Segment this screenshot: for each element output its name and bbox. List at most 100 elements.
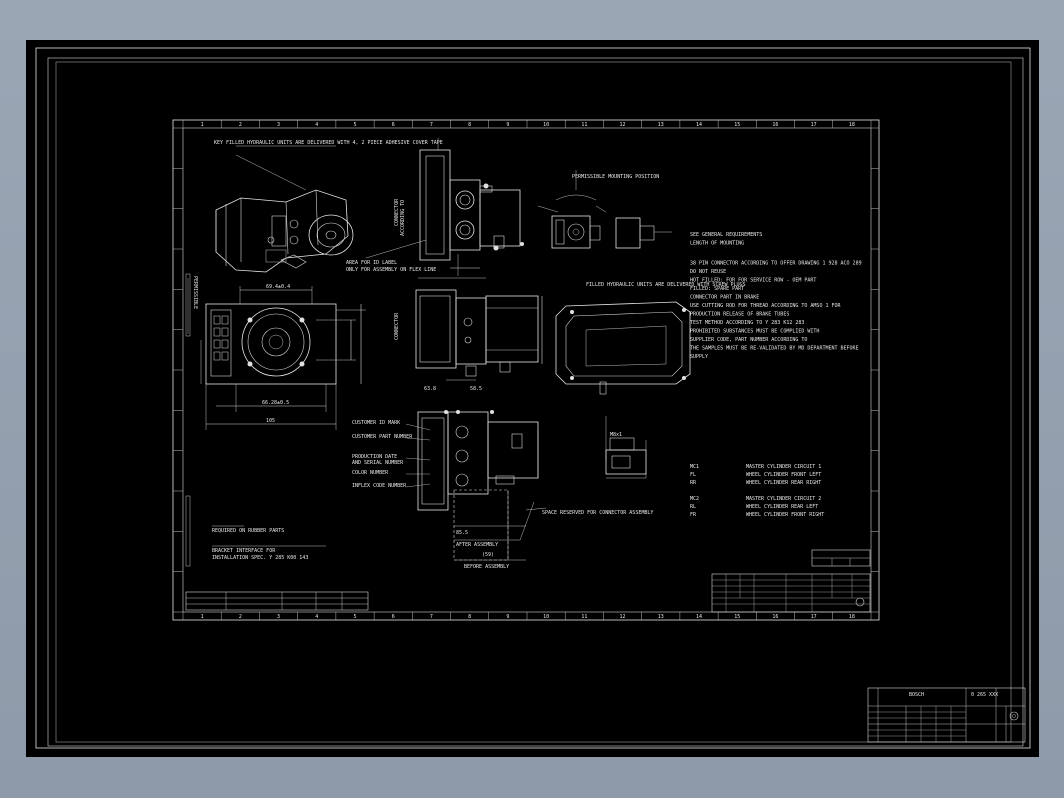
svg-text:PERMISSIBLE: PERMISSIBLE [192,276,198,309]
right-note-line: SEE GENERAL REQUIREMENTS [690,232,762,238]
label-field-3: PRODUCTION DATE [352,454,397,460]
mounting-position-views: PERMISSIBLE MOUNTING POSITION [537,170,672,249]
border-number-bottom: 6 [392,614,395,620]
label-field-6: INFLEX CODE NUMBER [352,483,407,489]
inner-title-block-left [185,591,369,611]
right-note-line: FILLED: SPARE PART [690,286,744,292]
svg-text:(59): (59) [482,552,494,558]
border-number-bottom: 3 [277,614,280,620]
port-code: FR [690,512,697,518]
border-number-bottom: 15 [734,614,740,620]
border-number-top: 4 [315,122,318,128]
outer-frame-inner [47,57,1024,747]
outer-frame [35,47,1031,749]
port-description: WHEEL CYLINDER REAR RIGHT [746,480,821,486]
right-note-line: CONNECTOR PART IN BRAKE [690,295,759,301]
border-number-top: 12 [620,122,626,128]
note-top-left: KEY FILLED HYDRAULIC UNITS ARE DELIVERED… [214,140,443,146]
outer-frame-inner2 [55,61,1012,743]
dim-strip-left: PERMISSIBLE [185,273,198,567]
port-description: WHEEL CYLINDER REAR LEFT [746,504,818,510]
right-note-line: TEST METHOD ACCORDING TO Y 283 K12 283 [690,320,804,326]
border-number-top: 14 [696,122,702,128]
border-number-top: 9 [506,122,509,128]
svg-text:58.5: 58.5 [470,386,482,392]
outer-docno-text: 0 265 XXX [971,692,998,698]
label-field-5: COLOR NUMBER [352,470,389,476]
iso-view-unit: KEY FILLED HYDRAULIC UNITS ARE DELIVERED… [214,140,443,273]
label-field-4: AND SERIAL NUMBER [352,460,404,466]
right-note-line: DO NOT REUSE [690,269,726,275]
svg-text:ACCORDING TO: ACCORDING TO [400,200,406,236]
svg-text:85.5: 85.5 [456,530,468,536]
border-number-top: 8 [468,122,471,128]
right-note-line: 38 PIN CONNECTOR ACCORDING TO OFFER DRAW… [690,261,862,267]
label-field-2: CUSTOMER PART NUMBER [352,434,413,440]
svg-text:63.8: 63.8 [424,386,436,392]
top-view-unit: 69.4±0.4 66.28±0.5 105 [200,284,366,430]
inner-frame-border [182,127,872,613]
border-number-bottom: 12 [620,614,626,620]
border-number-bottom: 18 [849,614,855,620]
right-note-line: SUPPLY [690,354,708,360]
bottom-left-notes: REQUIRED ON RUBBER PARTS BRACKET INTERFA… [212,525,326,561]
border-number-bottom: 7 [430,614,433,620]
border-number-top: 2 [239,122,242,128]
side-view-lower: CUSTOMER ID MARK CUSTOMER PART NUMBER PR… [352,410,539,511]
border-ticks-side [173,127,879,613]
border-number-bottom: 11 [581,614,587,620]
svg-text:M8x1: M8x1 [610,432,622,438]
port-description: WHEEL CYLINDER FRONT RIGHT [746,512,824,518]
after-assembly-text: AFTER ASSEMBLY [456,542,498,548]
label-area-text: AREA FOR ID LABEL [346,260,397,266]
border-number-top: 7 [430,122,433,128]
bottom-note-2: BRACKET INTERFACE FOR [212,548,276,554]
border-number-bottom: 1 [201,614,204,620]
border-number-bottom: 13 [658,614,664,620]
side-view-top: CONNECTOR ACCORDING TO AREA FOR ID LABEL… [346,138,524,276]
svg-text:CONNECTOR: CONNECTOR [394,198,400,226]
border-number-bottom: 17 [811,614,817,620]
outer-title-block: BOSCH 0 265 XXX [867,687,1026,743]
border-number-top: 10 [543,122,549,128]
border-number-top: 13 [658,122,664,128]
port-description: WHEEL CYLINDER FRONT LEFT [746,472,821,478]
border-number-bottom: 10 [543,614,549,620]
port-code: MC2 [690,496,699,502]
permissible-position-text: PERMISSIBLE MOUNTING POSITION [572,174,659,180]
port-description: MASTER CYLINDER CIRCUIT 1 [746,464,821,470]
border-number-top: 1 [201,122,204,128]
border-number-top: 16 [772,122,778,128]
port-description: MASTER CYLINDER CIRCUIT 2 [746,496,821,502]
border-number-bottom: 2 [239,614,242,620]
filled-units-view: FILLED HYDRAULIC UNITS ARE DELIVERED WIT… [555,282,746,395]
right-note-line: SUPPLIER CODE, PART NUMBER ACCORDING TO [690,337,807,343]
border-number-bottom: 5 [353,614,356,620]
right-note-line: USE CUTTING ROD FOR THREAD ACCORDING TO … [690,303,842,309]
border-number-top: 17 [811,122,817,128]
space-note: SPACE RESERVED FOR CONNECTOR ASSEMBLY [542,510,653,516]
border-number-top: 11 [581,122,587,128]
port-code: FL [690,472,696,478]
border-number-top: 3 [277,122,280,128]
dim-top-3: 105 [266,418,275,424]
right-note-line: LENGTH OF MOUNTING [690,241,744,247]
svg-text:CONNECTOR: CONNECTOR [394,312,400,340]
right-notes: SEE GENERAL REQUIREMENTS LENGTH OF MOUNTI… [690,232,862,360]
port-code: RR [690,480,697,486]
right-note-line: HOT FILLED: FOR FOR SERVICE ROW - OEM PA… [690,278,816,284]
right-note-line: PROHIBITED SUBSTANCES MUST BE COMPLIED W… [690,329,819,335]
bracket-detail: M8x1 [605,416,647,479]
border-number-top: 5 [353,122,356,128]
right-note-line: THE SAMPLES MUST BE RE-VALIDATED BY MD D… [690,346,859,352]
right-note-line: PRODUCTION RELEASE OF BRAKE TUBES [690,312,789,318]
dim-top-2: 66.28±0.5 [262,400,289,406]
border-number-top: 18 [849,122,855,128]
border-number-bottom: 16 [772,614,778,620]
connector-assembly: SPACE RESERVED FOR CONNECTOR ASSEMBLY 85… [453,489,653,570]
